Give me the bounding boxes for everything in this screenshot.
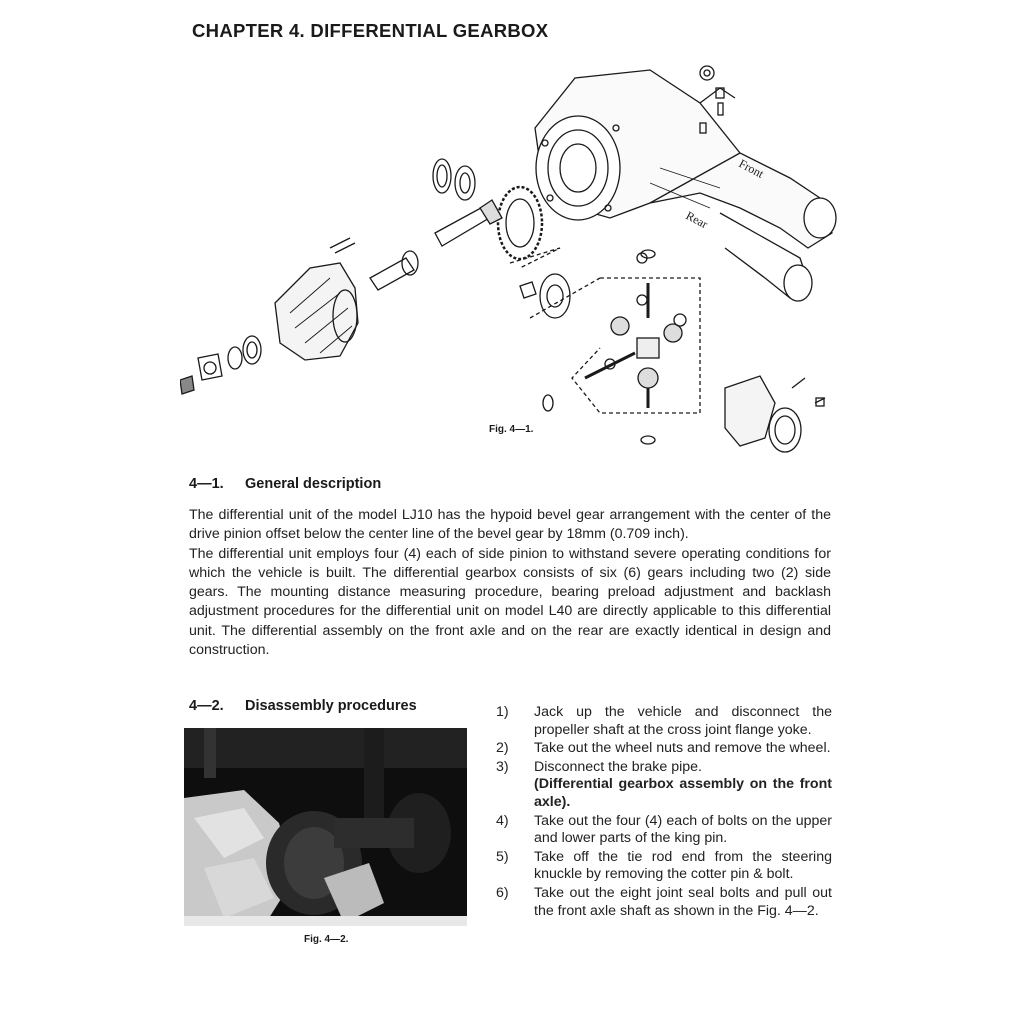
description-paragraph: The differential unit of the model LJ10 … [189, 507, 831, 543]
assembly-dashed-outline [571, 277, 701, 414]
list-item: 5) Take off the tie rod end from the ste… [496, 849, 832, 884]
disassembly-photo [184, 728, 467, 926]
step-text: Jack up the vehicle and disconnect the p… [534, 704, 832, 738]
ring-gear [496, 185, 544, 261]
general-description-body: The differential unit of the model LJ10 … [189, 506, 831, 660]
step-text: Take off the tie rod end from the steeri… [534, 848, 832, 883]
thrust-washers [542, 249, 656, 445]
step-number: 5) [496, 848, 509, 865]
breather-parts [699, 65, 725, 134]
axle-housing [534, 69, 837, 302]
description-paragraph: The differential unit employs four (4) e… [189, 545, 831, 659]
section-number: 4—2. [189, 698, 224, 714]
rear-label: Rear [684, 208, 711, 231]
step-text: Take out the eight joint seal bolts and … [534, 884, 832, 919]
step-note: (Differential gearbox assembly on the fr… [534, 776, 832, 810]
list-item: 1) Jack up the vehicle and disconnect th… [496, 704, 832, 739]
step-text: Take out the wheel nuts and remove the w… [534, 740, 831, 757]
list-item: 3) Disconnect the brake pipe. (Different… [496, 759, 832, 812]
step-number: 6) [496, 884, 509, 901]
step-number: 4) [496, 812, 509, 829]
side-gears-and-pinions [584, 283, 687, 408]
section-title: Disassembly procedures [245, 698, 417, 714]
step-number: 2) [496, 740, 509, 757]
list-item: 2) Take out the wheel nuts and remove th… [496, 740, 832, 758]
list-item: 4) Take out the four (4) each of bolts o… [496, 813, 832, 848]
companion-flange [180, 335, 262, 395]
section-heading-disassembly: 4—2. Disassembly procedures [189, 698, 417, 714]
disassembly-steps-list: 1) Jack up the vehicle and disconnect th… [496, 704, 832, 921]
section-number: 4—1. [189, 476, 224, 492]
step-text: Disconnect the brake pipe. [534, 758, 702, 775]
differential-case [724, 375, 826, 453]
figure-1-caption: Fig. 4—1. [489, 424, 534, 435]
differential-exploded-drawing: Front Rear [180, 65, 837, 453]
exploded-diagram-figure: Front Rear [180, 58, 840, 458]
differential-carrier [274, 237, 359, 361]
chapter-title: CHAPTER 4. DIFFERENTIAL GEARBOX [192, 20, 549, 41]
section-heading-general-description: 4—1. General description [189, 476, 381, 492]
figure-2-caption: Fig. 4—2. [304, 934, 349, 945]
list-item: 6) Take out the eight joint seal bolts a… [496, 885, 832, 920]
bearing-cap-parts [519, 252, 648, 319]
oil-seal-bearing [432, 158, 476, 201]
step-number: 3) [496, 758, 509, 775]
drive-pinion [369, 199, 503, 291]
step-number: 1) [496, 704, 509, 720]
section-title: General description [245, 476, 382, 492]
step-text: Take out the four (4) each of bolts on t… [534, 812, 832, 847]
axle-shaft-removal-photo [184, 728, 467, 926]
